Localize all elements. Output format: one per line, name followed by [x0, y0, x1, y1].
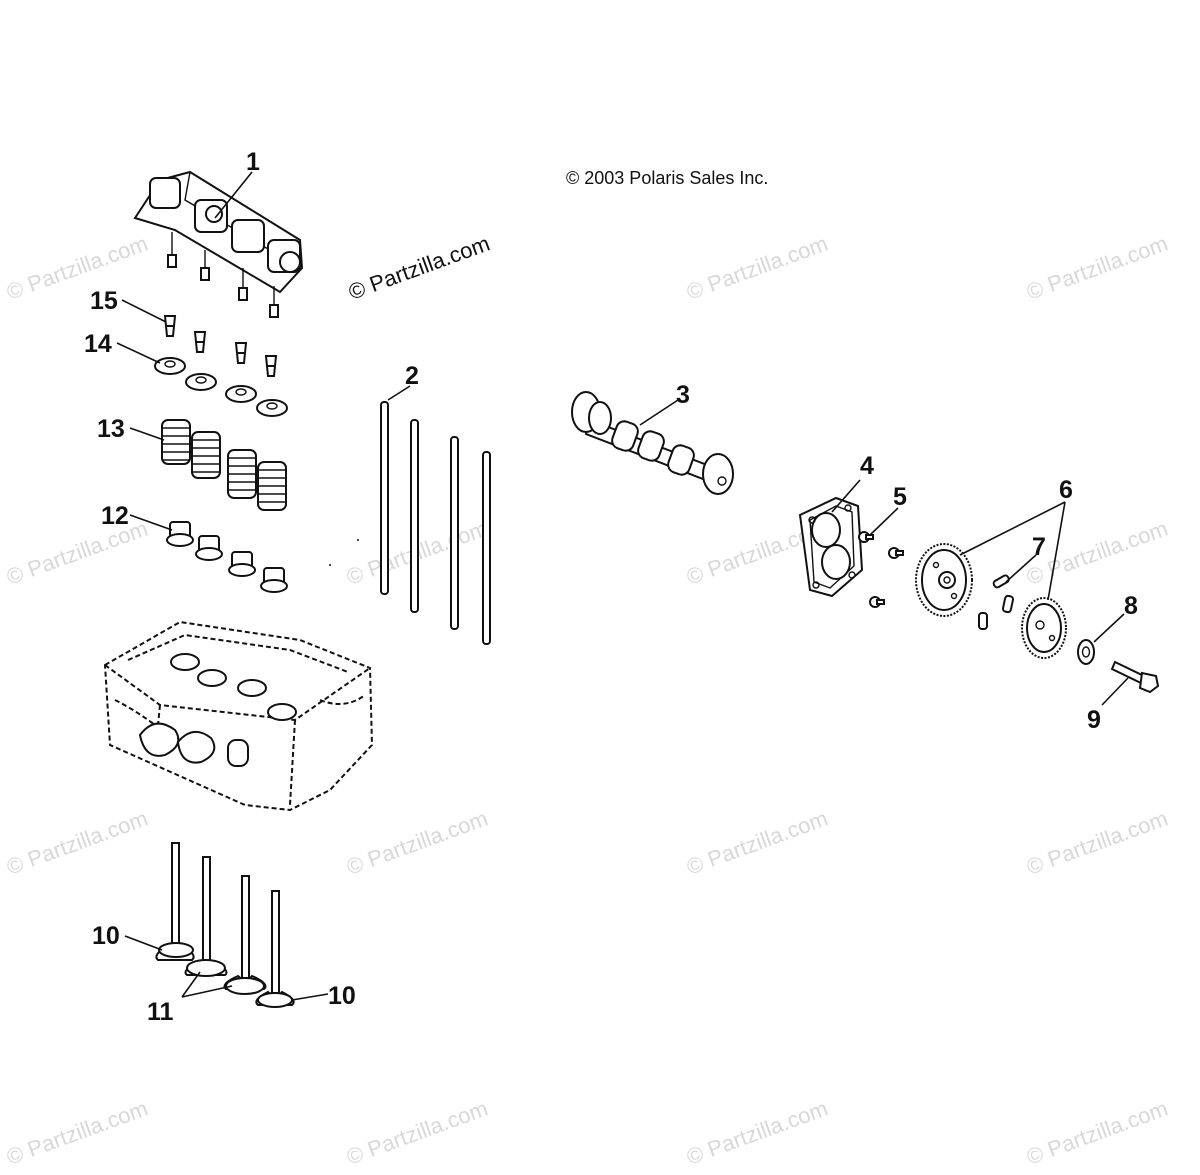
valve-seal-group	[166, 521, 288, 593]
watermark: © Partzilla.com	[683, 1096, 831, 1170]
screw-group	[858, 531, 904, 608]
watermark: © Partzilla.com	[1023, 231, 1171, 305]
leader-15	[121, 299, 167, 323]
watermark: © Partzilla.com	[343, 806, 491, 880]
callout-2: 2	[405, 362, 419, 390]
bolt	[1110, 660, 1160, 694]
cylinder-head	[103, 620, 374, 812]
callout-15: 15	[90, 287, 118, 315]
camshaft	[571, 391, 734, 495]
watermark: © Partzilla.com	[683, 806, 831, 880]
callout-14: 14	[84, 330, 112, 358]
leader-5	[869, 507, 899, 536]
leader-3	[639, 399, 679, 426]
rocker-arm-assembly	[133, 170, 304, 318]
callout-4: 4	[860, 452, 874, 480]
callout-1: 1	[246, 148, 260, 176]
callout-3: 3	[676, 381, 690, 409]
copyright-text: © 2003 Polaris Sales Inc.	[566, 168, 768, 188]
watermark: © Partzilla.com	[3, 806, 151, 880]
leader-6	[959, 501, 1066, 601]
leader-12	[129, 514, 173, 531]
watermark: © Partzilla.com	[3, 231, 151, 305]
leader-4	[831, 479, 861, 513]
watermark-main: © Partzilla.com	[345, 231, 493, 305]
leader-11	[181, 971, 233, 998]
watermark: © Partzilla.com	[1023, 806, 1171, 880]
leader-10a	[124, 935, 163, 951]
watermark: © Partzilla.com	[3, 1096, 151, 1170]
callout-13: 13	[97, 415, 125, 443]
gear-small	[1021, 597, 1067, 659]
leader-8	[1093, 613, 1125, 643]
valve-retainer-group	[154, 357, 288, 417]
valve-spring-group	[161, 419, 287, 511]
leader-13	[129, 427, 165, 441]
watermark: © Partzilla.com	[343, 1096, 491, 1170]
callout-8: 8	[1124, 592, 1138, 620]
callout-10a: 10	[92, 922, 120, 950]
leader-1	[214, 171, 253, 219]
callout-10b: 10	[328, 982, 356, 1010]
leader-10b	[291, 993, 329, 1001]
callout-7: 7	[1032, 533, 1046, 561]
callout-5: 5	[893, 483, 907, 511]
leader-2	[387, 385, 411, 401]
dowel-pin-group	[978, 574, 1015, 630]
leader-9	[1101, 677, 1129, 706]
watermark: © Partzilla.com	[1023, 1096, 1171, 1170]
valve-group	[155, 842, 295, 1008]
watermark: © Partzilla.com	[683, 231, 831, 305]
leader-14	[116, 342, 161, 364]
callout-12: 12	[101, 502, 129, 530]
callout-9: 9	[1087, 706, 1101, 734]
washer	[1077, 639, 1095, 665]
valve-keeper-group	[163, 315, 278, 377]
watermark: © Partzilla.com	[3, 516, 151, 590]
gasket	[798, 496, 864, 598]
callout-11: 11	[147, 998, 174, 1026]
push-rod-group	[380, 401, 491, 645]
gear-large	[915, 543, 973, 617]
leader-7	[1005, 554, 1037, 583]
callout-6: 6	[1059, 476, 1073, 504]
